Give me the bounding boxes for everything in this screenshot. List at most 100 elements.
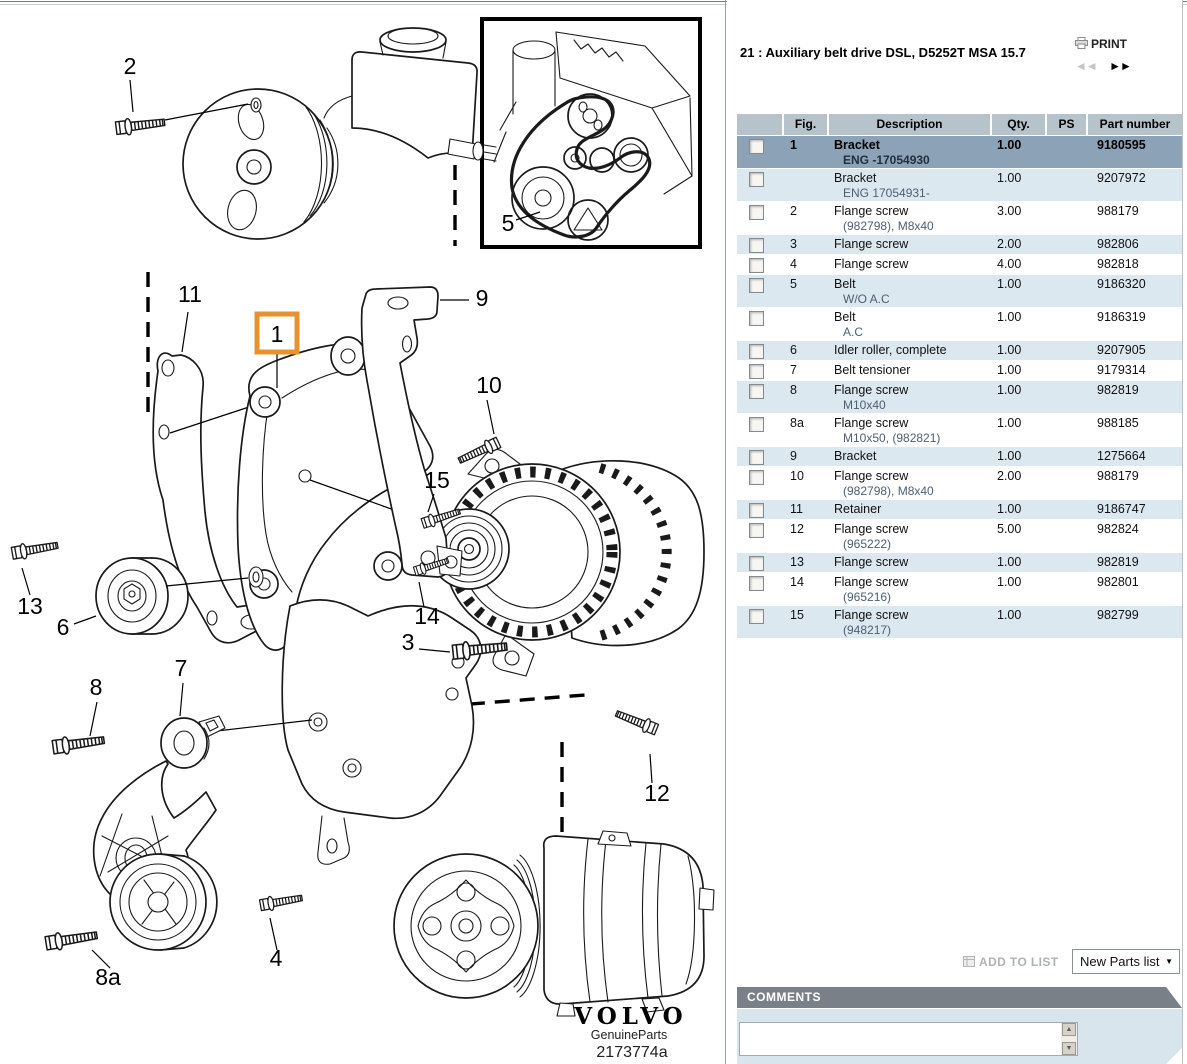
- row-select-checkbox[interactable]: [749, 470, 764, 485]
- callout-7[interactable]: 7: [175, 655, 188, 681]
- callout-14[interactable]: 14: [414, 603, 440, 629]
- comments-scrollbar[interactable]: ▲ ▼: [1061, 1023, 1077, 1055]
- row-select-checkbox[interactable]: [749, 311, 764, 326]
- row-select-checkbox[interactable]: [749, 609, 764, 624]
- cell-ps: [1047, 255, 1088, 274]
- callout-13[interactable]: 13: [17, 593, 43, 619]
- callout-2[interactable]: 2: [124, 53, 137, 79]
- row-select-checkbox[interactable]: [749, 278, 764, 293]
- cell-fig: 8: [790, 383, 797, 397]
- row-select-checkbox[interactable]: [749, 344, 764, 359]
- parts-list-dropdown[interactable]: New Parts list ▼: [1072, 949, 1180, 974]
- part-description: Bracket: [834, 138, 880, 152]
- callout-6[interactable]: 6: [57, 614, 70, 640]
- panel-right-edge: [1182, 0, 1183, 1064]
- cell-select: [737, 341, 784, 360]
- cell-fig: 8a: [790, 416, 804, 430]
- cell-part-number: 982819: [1097, 383, 1139, 397]
- cell-select: [737, 381, 784, 413]
- previous-page-arrows-icon[interactable]: ◄◄: [1075, 59, 1098, 73]
- part-description-detail: (982798), M8x40: [843, 484, 934, 498]
- print-button[interactable]: PRINT: [1075, 37, 1127, 52]
- row-select-checkbox[interactable]: [749, 417, 764, 432]
- panel-divider: [725, 0, 726, 1064]
- cell-description: Flange screw(982798), M8x40: [829, 202, 992, 234]
- cell-fig: 6: [790, 343, 797, 357]
- callout-11[interactable]: 11: [178, 281, 202, 307]
- comments-input[interactable]: [739, 1022, 1078, 1056]
- row-select-checkbox[interactable]: [749, 205, 764, 220]
- cell-ps: [1047, 447, 1088, 466]
- add-to-list-icon: [963, 956, 975, 970]
- cell-qty: 1.00: [997, 310, 1022, 324]
- volvo-logo: VOLVO: [573, 1003, 687, 1030]
- row-select-checkbox[interactable]: [749, 258, 764, 273]
- part-description: Idler roller, complete: [834, 343, 947, 357]
- row-select-checkbox[interactable]: [749, 450, 764, 465]
- cell-part-number: 982824: [1097, 522, 1139, 536]
- callout-10[interactable]: 10: [476, 372, 502, 398]
- cell-ps: [1047, 467, 1088, 499]
- cell-ps: [1047, 202, 1088, 234]
- callout-5[interactable]: 5: [502, 210, 515, 236]
- parts-list-dropdown-value: New Parts list: [1080, 954, 1160, 969]
- row-select-checkbox[interactable]: [749, 503, 764, 518]
- part-description: Flange screw: [834, 416, 909, 430]
- diagram-svg: 2 11 1 9 10 15 13 6 14 3 7 8 12 4 8a 5 V…: [10, 17, 715, 1061]
- comments-section: ▲ ▼: [737, 1009, 1182, 1064]
- scroll-up-icon[interactable]: ▲: [1062, 1023, 1076, 1036]
- callout-4[interactable]: 4: [270, 945, 283, 971]
- idler-roller: [95, 557, 264, 635]
- callout-1-selected[interactable]: 1: [271, 321, 284, 347]
- next-page-arrows-icon[interactable]: ►►: [1109, 59, 1132, 73]
- add-to-list-button[interactable]: ADD TO LIST: [963, 955, 1059, 970]
- callout-3[interactable]: 3: [402, 629, 415, 655]
- row-select-checkbox[interactable]: [749, 172, 764, 187]
- row-select-checkbox[interactable]: [749, 384, 764, 399]
- row-select-checkbox[interactable]: [749, 576, 764, 591]
- row-select-checkbox[interactable]: [749, 238, 764, 253]
- part-description: Flange screw: [834, 608, 909, 622]
- cell-description: Belt tensioner: [829, 361, 992, 380]
- comments-input-wrapper: ▲ ▼: [739, 1022, 1078, 1056]
- row-select-checkbox[interactable]: [749, 364, 764, 379]
- callout-8[interactable]: 8: [90, 674, 103, 700]
- callout-8a[interactable]: 8a: [95, 964, 121, 990]
- cell-qty: 1.00: [997, 555, 1022, 569]
- callout-12[interactable]: 12: [644, 780, 670, 806]
- scroll-down-icon[interactable]: ▼: [1062, 1042, 1076, 1055]
- row-select-checkbox[interactable]: [749, 523, 764, 538]
- row-select-checkbox[interactable]: [749, 139, 764, 154]
- cell-part-number: 9207972: [1097, 171, 1146, 185]
- part-description: Belt: [834, 310, 856, 324]
- upper-bracket: [360, 286, 463, 578]
- row-select-checkbox[interactable]: [749, 556, 764, 571]
- part-description: Belt tensioner: [834, 363, 911, 377]
- part-description: Flange screw: [834, 575, 909, 589]
- cell-part-number: 9179314: [1097, 363, 1146, 377]
- callout-9[interactable]: 9: [476, 285, 489, 311]
- callout-15[interactable]: 15: [424, 467, 450, 493]
- cell-description: Flange screw(965216): [829, 573, 992, 605]
